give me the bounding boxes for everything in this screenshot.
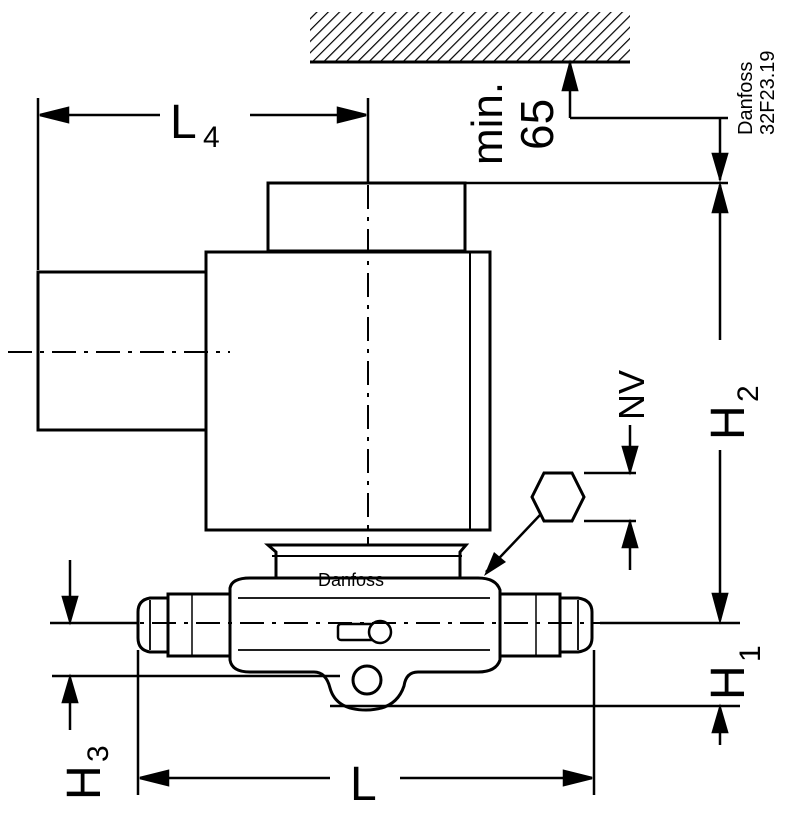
h3-dimension xyxy=(50,560,340,730)
h1-sub-label: 1 xyxy=(734,645,767,662)
h2-dimension xyxy=(600,181,740,625)
left-flare-end xyxy=(136,596,170,654)
min-value-label: 65 xyxy=(511,99,563,150)
spindle-head xyxy=(367,619,393,645)
l-dimension xyxy=(136,650,596,795)
h1-label: H xyxy=(702,665,755,700)
mounting-hole xyxy=(351,664,383,696)
nv-label: NV xyxy=(611,370,652,420)
h3-sub-label: 3 xyxy=(82,745,115,762)
right-flare-nut xyxy=(498,592,562,658)
min-clearance-dimension xyxy=(561,59,729,183)
nv-dimension xyxy=(584,425,639,570)
l4-label: L xyxy=(170,96,197,149)
coil-top-cap xyxy=(266,181,467,253)
min-label: min. xyxy=(463,82,512,165)
l-label: L xyxy=(350,758,377,811)
ceiling-hatch xyxy=(310,12,630,62)
l4-dimension xyxy=(36,98,370,270)
h2-label: H xyxy=(702,405,755,440)
body-brand-label: Danfoss xyxy=(318,570,384,590)
ref-brand-label: Danfoss xyxy=(735,62,757,135)
valve-body xyxy=(228,576,502,712)
h1-dimension xyxy=(330,703,740,745)
h3-label: H xyxy=(58,765,111,800)
ref-code-label: 32F23.19 xyxy=(757,50,779,135)
h2-sub-label: 2 xyxy=(732,385,765,402)
left-flare-nut xyxy=(166,592,232,658)
coil-body xyxy=(204,250,492,532)
hex-nut-symbol xyxy=(530,471,586,523)
right-flare-end xyxy=(558,596,594,654)
l4-sub-label: 4 xyxy=(203,121,220,154)
